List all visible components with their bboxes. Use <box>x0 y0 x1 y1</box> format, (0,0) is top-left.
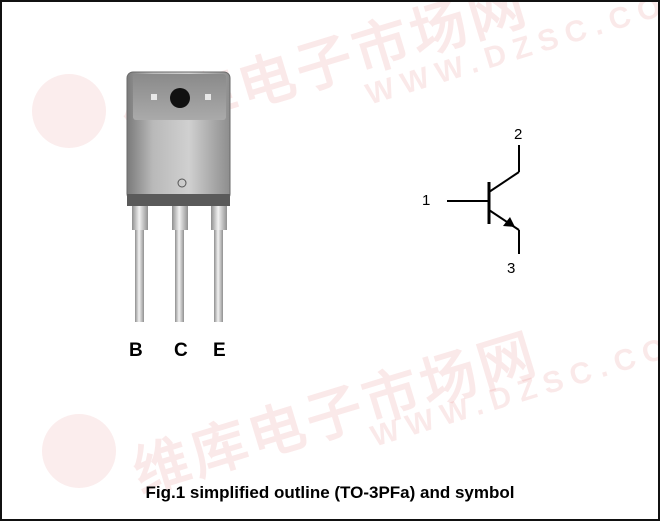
pin-label-base: B <box>129 340 143 361</box>
npn-transistor-symbol <box>447 145 520 254</box>
terminal-label-emitter: 3 <box>507 260 516 277</box>
pin-label-emitter: E <box>213 340 226 361</box>
lead-emitter <box>211 206 227 322</box>
lead-base <box>132 206 148 322</box>
emitter-arrow-icon <box>503 217 515 227</box>
mounting-hole <box>170 88 190 108</box>
package-illustration <box>126 71 520 322</box>
terminal-label-collector: 2 <box>514 126 523 143</box>
pin-label-collector: C <box>174 340 188 361</box>
lead-collector <box>172 206 188 322</box>
figure-caption: Fig.1 simplified outline (TO-3PFa) and s… <box>145 483 515 502</box>
terminal-label-base: 1 <box>422 192 431 209</box>
transistor-body <box>126 71 231 206</box>
